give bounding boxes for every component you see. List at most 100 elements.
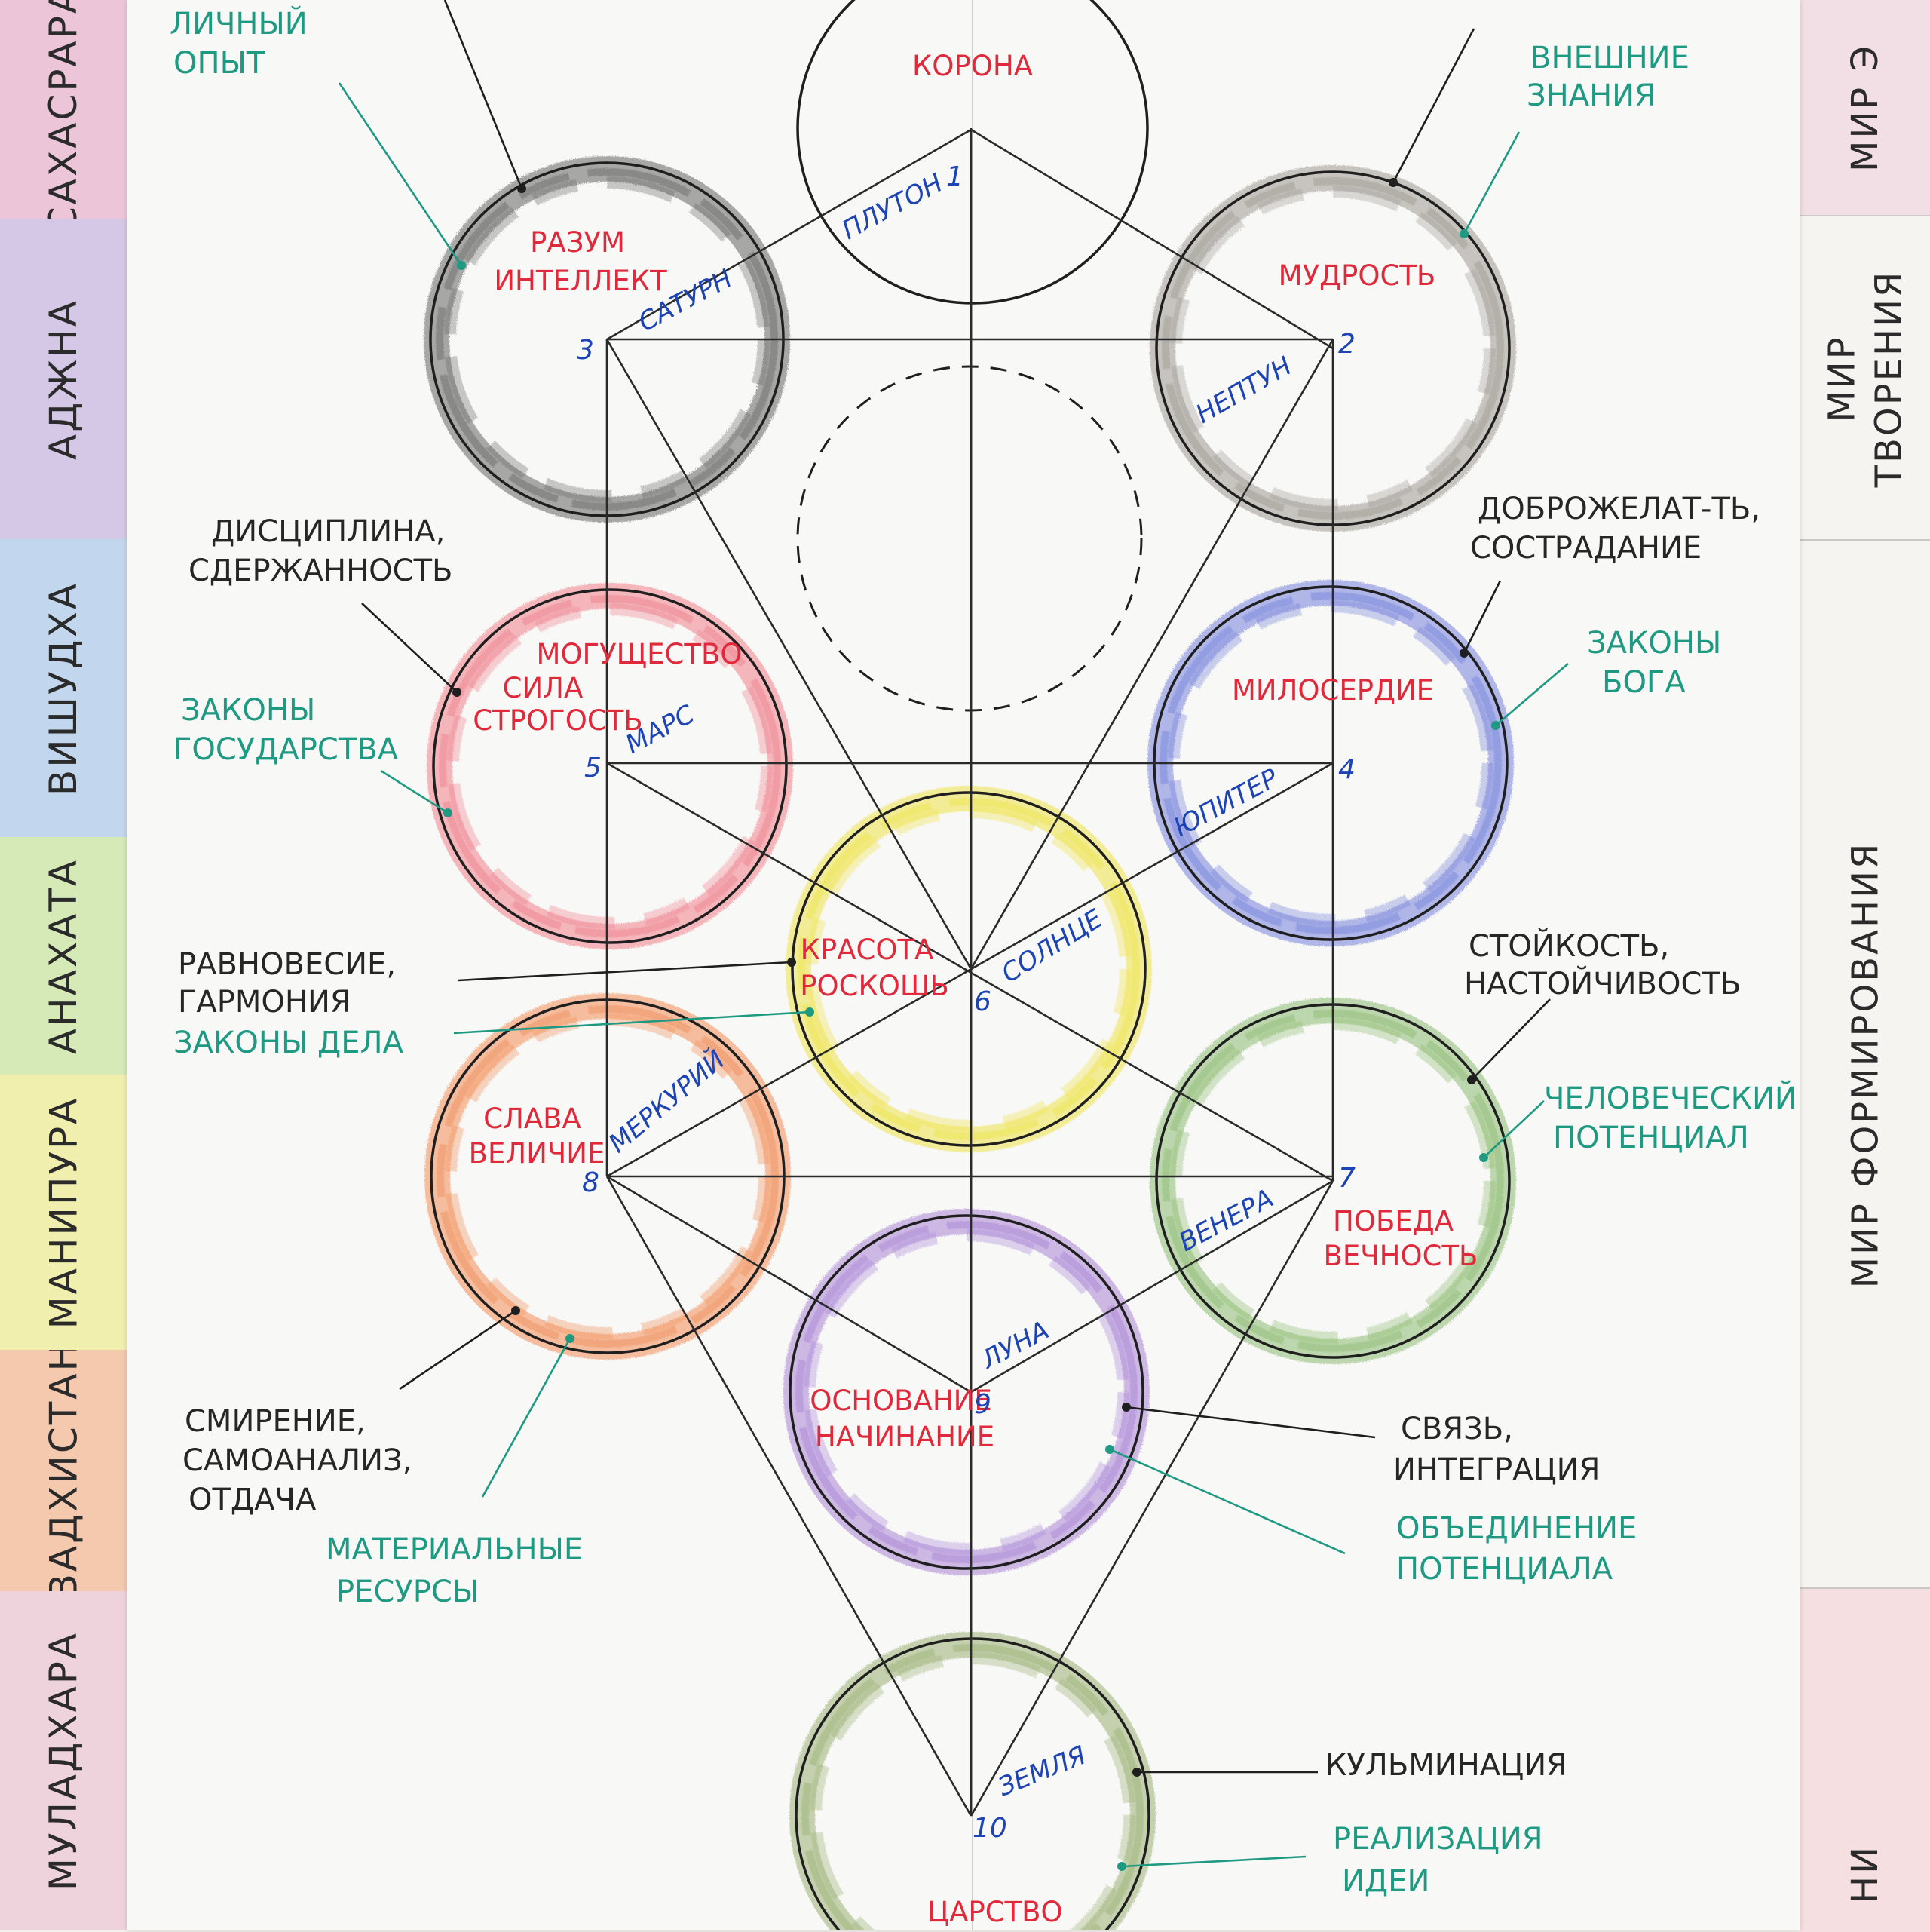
annotation-external-knowledge: ВНЕШНИЕ ЗНАНИЯ — [1527, 41, 1699, 113]
annotation-idea-realization: РЕАЛИЗАЦИЯ ИДЕИ — [1333, 1822, 1552, 1899]
chakra-strip-anahata: АНАХАТА — [0, 837, 127, 1075]
world-strip-formation: МИР ФОРМИРОВАНИЯ — [1800, 539, 1930, 1589]
annotation-god-laws: ЗАКОНЫ БОГА — [1587, 626, 1731, 700]
sephira-7-title-line2: ВЕЧНОСТЬ — [1324, 1240, 1478, 1272]
annotation-state-laws: ЗАКОНЫ ГОСУДАРСТВА — [173, 693, 399, 767]
daat-dashed-circle — [796, 365, 1143, 712]
annotation-line: СВЯЗЬ, — [1401, 1412, 1513, 1446]
annotations: ЛИЧНЫЙ ОПЫТ ВНЕШНИЕ ЗНАНИЯ ДИСЦИПЛИНА, С… — [170, 5, 1807, 1899]
leader-personal-experience — [338, 82, 463, 266]
sephira-5-shading — [427, 583, 793, 949]
planet-pluto: ПЛУТОН — [837, 168, 948, 246]
leader-dot — [805, 1007, 814, 1017]
sephira-3-number: 3 — [577, 335, 594, 366]
annotation-line: ОПЫТ — [173, 46, 265, 81]
leader-dot — [1467, 1075, 1476, 1084]
leader-god-laws — [1495, 663, 1569, 726]
leader-state-laws — [380, 769, 449, 814]
sephira-2-title: МУДРОСТЬ — [1279, 259, 1436, 292]
sephira-9-shading — [783, 1209, 1150, 1575]
leader-dot — [1389, 178, 1398, 187]
sephira-5-title-line3: СТРОГОСТЬ — [473, 704, 642, 737]
shading-ring — [1168, 600, 1493, 926]
sephira-10-number: 10 — [973, 1813, 1007, 1844]
sephira-6-title-line2: РОСКОШЬ — [800, 970, 949, 1002]
annotation-line: ЗАКОНЫ — [181, 693, 315, 728]
chakra-strip-vishuddha: ВИШУДХА — [0, 539, 127, 837]
leader-external-knowledge — [1463, 131, 1521, 235]
sephira-10-shading — [789, 1632, 1156, 1930]
annotation-line: ЧЕЛОВЕЧЕСКИЙ — [1544, 1080, 1797, 1116]
annotation-steadfastness: СТОЙКОСТЬ, НАСТОЙЧИВОСТЬ — [1464, 928, 1741, 1001]
chakra-strip-svadhisthana: СВАДХИСТАНА — [0, 1350, 127, 1591]
sephira-5-title-line1: МОГУЩЕСТВО — [537, 638, 743, 670]
leader-business-laws — [453, 1010, 810, 1035]
annotation-line: ОБЪЕДИНЕНИЕ — [1396, 1511, 1637, 1546]
path-8-10 — [605, 1176, 973, 1817]
annotation-line: ГАРМОНИЯ — [178, 985, 351, 1020]
sephira-9-circle — [789, 1214, 1144, 1570]
sephira-9-title-line1: ОСНОВАНИЕ — [810, 1385, 991, 1417]
annotation-line: ИНТЕГРАЦИЯ — [1393, 1452, 1600, 1487]
sephira-6-circle — [791, 791, 1147, 1147]
leader-dot — [565, 1334, 574, 1343]
leader-2-top — [1392, 28, 1475, 183]
leader-dot — [452, 688, 461, 697]
sephira-6-title-line1: КРАСОТА — [801, 934, 934, 966]
annotation-humility: СМИРЕНИЕ, САМОАНАЛИЗ, ОТДАЧА — [182, 1404, 421, 1517]
sephira-9-title-line2: НАЧИНАНИЕ — [815, 1421, 994, 1453]
annotation-material-resources: МАТЕРИАЛЬНЫЕ РЕСУРСЫ — [326, 1532, 593, 1609]
leader-humility — [399, 1309, 516, 1391]
shading-ring — [439, 595, 781, 937]
annotation-business-laws: ЗАКОНЫ ДЕЛА — [173, 1026, 404, 1060]
leader-dot — [457, 261, 466, 270]
annotation-line: СДЕРЖАННОСТЬ — [188, 554, 452, 588]
annotation-human-potential: ЧЕЛОВЕЧЕСКИЙ ПОТЕНЦИАЛ — [1544, 1080, 1807, 1155]
leader-unifying-potential — [1109, 1448, 1346, 1555]
leader-dots — [443, 178, 1500, 1871]
paper-sheet — [127, 0, 1800, 1930]
sephira-8-title-line2: ВЕЛИЧИЕ — [469, 1137, 605, 1170]
annotation-line: ПОТЕНЦИАЛА — [1396, 1552, 1613, 1587]
leader-dot — [1491, 721, 1500, 730]
annotation-line: ПОТЕНЦИАЛ — [1553, 1121, 1749, 1155]
leader-steadfastness — [1471, 998, 1551, 1081]
sephira-3-title-line1: РАЗУМ — [530, 226, 625, 259]
sephira-4-number: 4 — [1338, 754, 1356, 785]
world-strip-top: МИР Э — [1800, 0, 1930, 215]
sephira-numbers: 1 2 3 4 5 6 7 8 9 10 — [577, 161, 1356, 1844]
annotation-line: КУЛЬМИНАЦИЯ — [1325, 1748, 1567, 1783]
sephira-10-circle — [795, 1637, 1150, 1930]
sephira-8-title-line1: СЛАВА — [483, 1102, 581, 1135]
chakra-strip-manipura: МАНИПУРА — [0, 1075, 127, 1350]
leader-dot — [1460, 229, 1469, 238]
path-7-10 — [970, 1180, 1334, 1817]
sephira-1-number: 1 — [946, 161, 963, 192]
annotation-line: МАТЕРИАЛЬНЫЕ — [326, 1532, 583, 1567]
annotation-unifying-potential: ОБЪЕДИНЕНИЕ ПОТЕНЦИАЛА — [1396, 1511, 1647, 1587]
sephira-9-number: 9 — [974, 1389, 991, 1420]
path-2-6 — [970, 339, 1334, 970]
world-strip-creation: МИР ТВОРЕНИЯ — [1800, 215, 1930, 541]
path-7-9 — [970, 1179, 1334, 1394]
leader-dot — [787, 958, 796, 967]
leader-dot — [1479, 1153, 1488, 1162]
annotation-line: ЗНАНИЯ — [1527, 78, 1656, 113]
sephira-titles: КОРОНА МУДРОСТЬ РАЗУМ ИНТЕЛЛЕКТ МИЛОСЕРД… — [469, 50, 1478, 1928]
sephira-6-number: 6 — [974, 986, 991, 1017]
shading-ring — [804, 1229, 1129, 1555]
annotation-line: ИДЕИ — [1342, 1864, 1429, 1899]
planet-sun: СОЛНЦЕ — [997, 903, 1108, 989]
path-1-3 — [606, 128, 972, 341]
leader-idea-realization — [1121, 1855, 1307, 1868]
paths — [605, 128, 1334, 1817]
leader-equilibrium — [458, 961, 792, 982]
annotation-line: БОГА — [1602, 665, 1686, 700]
planet-neptune: НЕПТУН — [1191, 351, 1297, 429]
sephira-6-shading — [786, 786, 1152, 1152]
annotation-line: РЕСУРСЫ — [336, 1575, 479, 1609]
leader-dot — [517, 184, 526, 193]
leader-dot — [511, 1306, 520, 1315]
sephira-1-circle — [796, 0, 1149, 305]
